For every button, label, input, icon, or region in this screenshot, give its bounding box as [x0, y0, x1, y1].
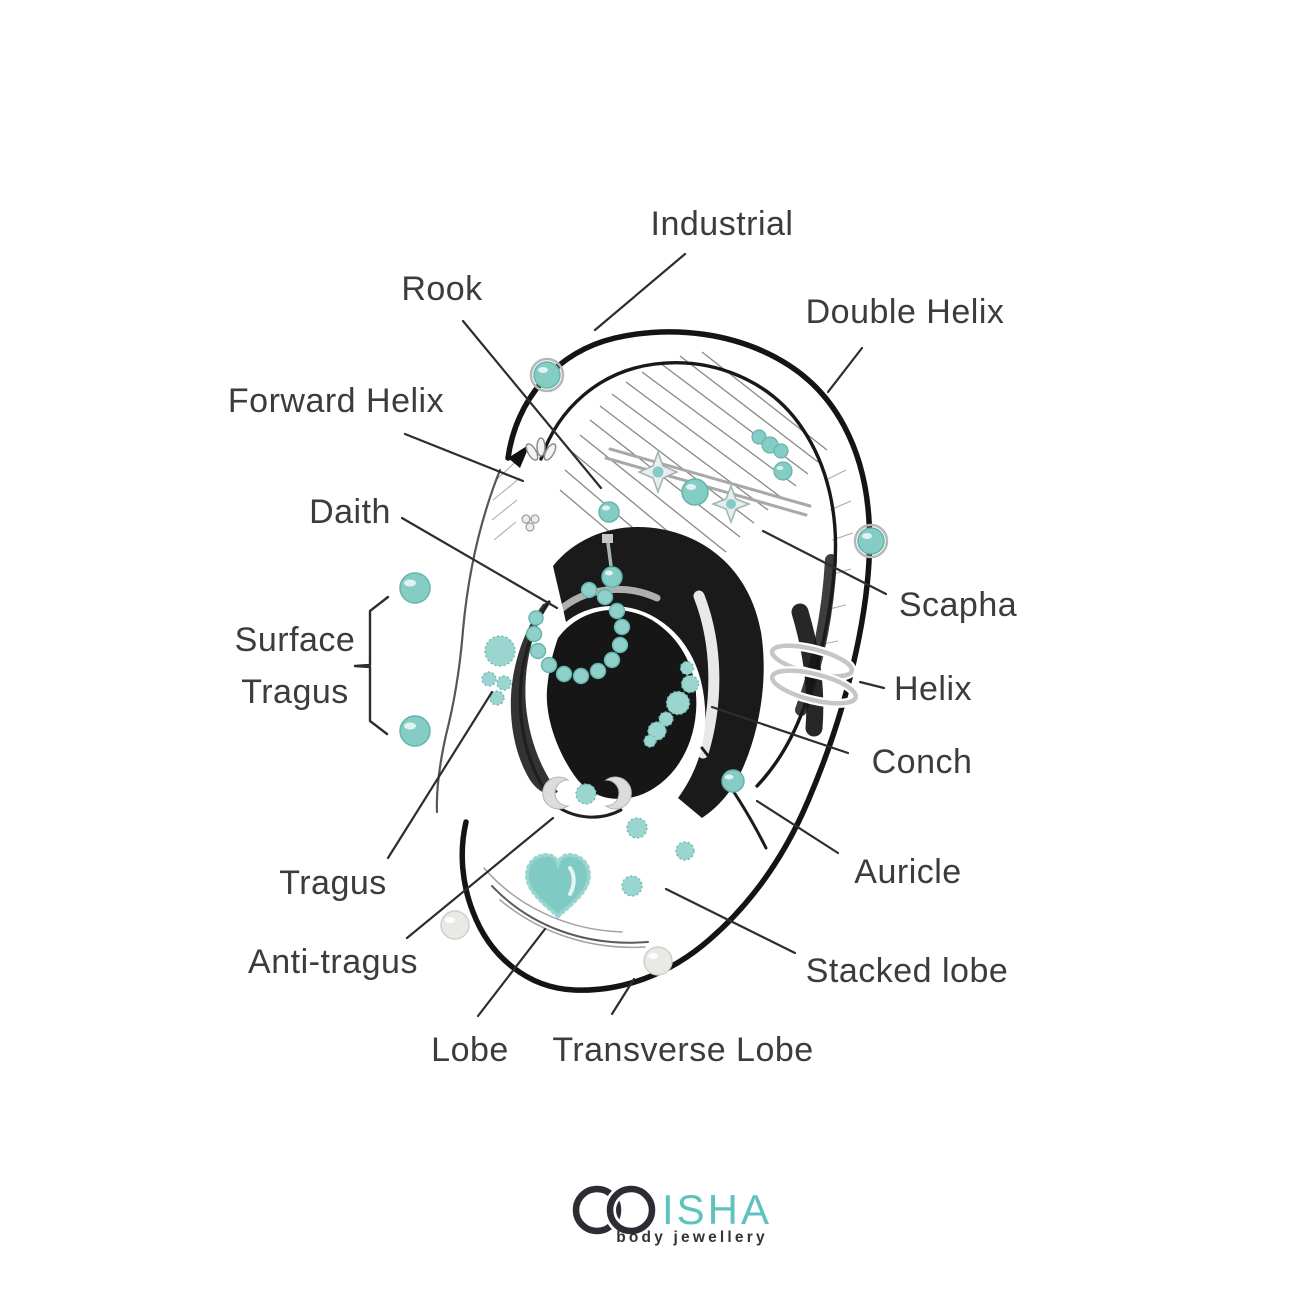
leader-lobe [476, 927, 547, 1018]
surface-tragus-beads [399, 572, 431, 747]
leader-lines [386, 252, 888, 1018]
conch-bead-row [643, 660, 700, 748]
label-daith: Daith [309, 493, 391, 531]
leader-auricle [755, 799, 840, 855]
lobe-crease-hatching [483, 867, 649, 949]
label-stacked-lobe: Stacked lobe [805, 952, 1009, 990]
flower-charm [521, 514, 540, 532]
label-auricle: Auricle [854, 853, 962, 891]
upper-scapha-studs [598, 429, 793, 523]
pearl-studs [440, 910, 673, 976]
rook-stud [601, 534, 623, 588]
label-surface-tragus: Surface Tragus [185, 614, 405, 718]
label-rook: Rook [401, 270, 483, 308]
brand-tagline: body jewellery [616, 1229, 768, 1246]
helix-double-hoops [767, 641, 861, 708]
label-surface-tragus-line2: Tragus [241, 673, 349, 711]
leader-transverse-lobe [610, 977, 636, 1016]
leader-forward-helix [403, 432, 525, 483]
label-anti-tragus: Anti-tragus [248, 943, 418, 981]
surface-tragus-bracket [353, 595, 390, 736]
label-scapha: Scapha [898, 586, 1018, 624]
lobe-sparkle-studs [621, 817, 695, 897]
outer-helix-outline [459, 329, 873, 993]
label-transverse-lobe: Transverse Lobe [552, 1031, 814, 1069]
scapha-stud [853, 523, 889, 559]
concha-shading [546, 609, 697, 799]
interlocking-rings-icon [572, 1183, 658, 1237]
leader-rook [461, 319, 603, 490]
label-industrial: Industrial [650, 205, 794, 243]
leader-daith [400, 516, 559, 610]
helix-rim-hatching [491, 454, 854, 646]
label-double-helix: Double Helix [805, 293, 1005, 331]
leader-double-helix [826, 346, 864, 394]
face-contour-line [435, 468, 502, 814]
tragus-cluster-stud [481, 635, 516, 706]
forward-helix-leaf-charm [525, 437, 557, 461]
leader-industrial [593, 252, 687, 332]
label-tragus: Tragus [279, 864, 387, 902]
rim-top-stud [529, 357, 565, 393]
heart-stud [524, 852, 592, 919]
auricle-bead [721, 769, 745, 793]
antihelix-ridge-highlight [693, 590, 720, 759]
leader-conch [710, 705, 850, 755]
brand-wordmark: ISHA [662, 1186, 773, 1233]
leader-stacked-lobe [664, 887, 797, 955]
leader-anti-tragus [405, 816, 555, 940]
label-conch: Conch [871, 743, 973, 781]
auricle-crease-line [700, 746, 768, 850]
label-lobe: Lobe [431, 1031, 509, 1069]
label-forward-helix: Forward Helix [227, 382, 445, 420]
label-helix: Helix [893, 670, 973, 708]
triple-moon-charm [542, 776, 632, 810]
anti-tragus-notch-line [554, 804, 623, 819]
leader-tragus [386, 690, 494, 860]
star-charms [637, 449, 752, 525]
leader-helix [858, 680, 886, 690]
label-surface-tragus-line1: Surface [234, 621, 356, 659]
forward-helix-notch [508, 444, 530, 468]
leader-scapha [761, 529, 888, 596]
daith-bead-ring [525, 581, 631, 685]
